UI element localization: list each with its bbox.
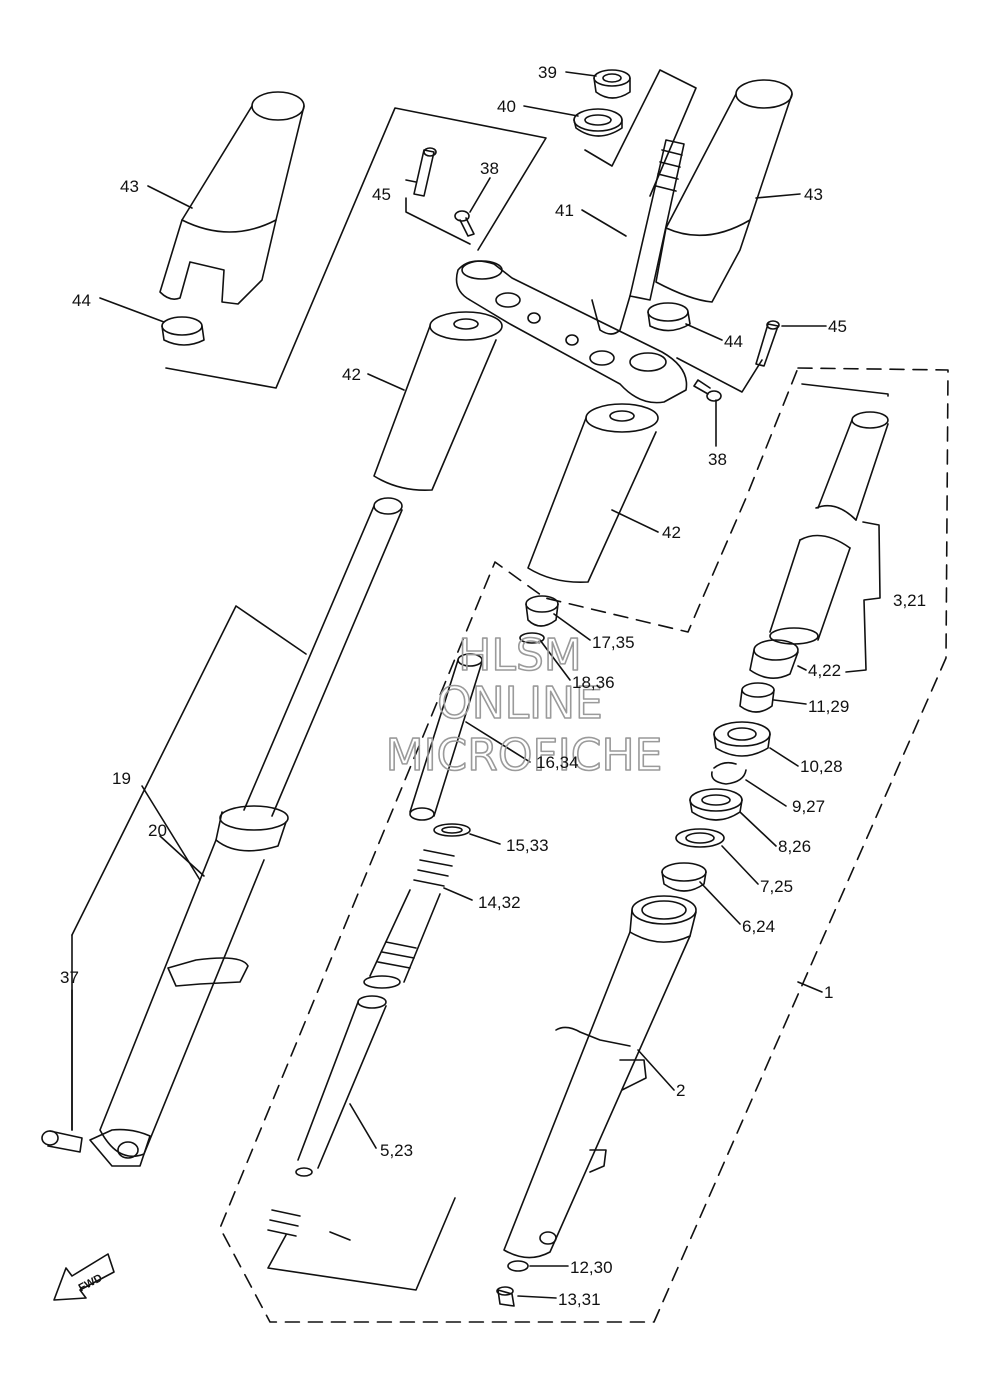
part-2-outer-tube <box>503 895 697 1259</box>
callout-39: 39 <box>538 63 557 82</box>
leader-lines <box>71 71 827 1299</box>
callout-15-33: 15,33 <box>506 836 549 855</box>
part-43-right-fork-cover <box>655 79 793 303</box>
callout-12-30: 12,30 <box>570 1258 613 1277</box>
callout-20: 20 <box>148 821 167 840</box>
callout-10-28: 10,28 <box>800 757 843 776</box>
callout-42-upper: 42 <box>342 365 361 384</box>
part-45-bolt-right <box>755 320 780 367</box>
callout-1: 1 <box>824 983 833 1002</box>
callout-43-right: 43 <box>804 185 823 204</box>
watermark: HLSM ONLINE MICROFICHE <box>385 629 663 782</box>
callout-11-29: 11,29 <box>808 697 849 716</box>
part-38-bolt-upper <box>454 210 475 237</box>
part-7-25-washer <box>675 828 725 848</box>
part-13-31-drain-bolt <box>496 1286 515 1307</box>
callout-14-32: 14,32 <box>478 893 521 912</box>
part-43-left-fork-cover <box>159 91 305 305</box>
part-4-22-slide-bushing <box>749 639 799 679</box>
callout-3-21: 3,21 <box>893 591 926 610</box>
callout-18-36: 18,36 <box>572 673 615 692</box>
callout-41: 41 <box>555 201 574 220</box>
bracket-tube <box>845 521 881 673</box>
bracket-damper-upper <box>329 1231 351 1241</box>
callout-16-34: 16,34 <box>536 753 579 772</box>
forward-direction-arrow: FWD <box>53 1253 115 1301</box>
callout-8-26: 8,26 <box>778 837 811 856</box>
part-41-steering-stem <box>591 139 685 335</box>
part-rebound-spring <box>267 1209 301 1237</box>
callout-42-lower: 42 <box>662 523 681 542</box>
part-3-21-inner-tube <box>769 411 889 645</box>
fwd-label: FWD <box>77 1272 105 1294</box>
part-9-27-circlip <box>710 761 747 785</box>
bracket-tube-top <box>801 383 889 397</box>
bracket-bearing <box>584 69 697 197</box>
callout-38-upper: 38 <box>480 159 499 178</box>
watermark-line-3: MICROFICHE <box>386 730 663 781</box>
callout-45-left: 45 <box>372 185 391 204</box>
part-37-axle-bolt <box>41 1130 83 1153</box>
part-17-35-cap-bolt <box>525 595 559 627</box>
callout-7-25: 7,25 <box>760 877 793 896</box>
callout-40: 40 <box>497 97 516 116</box>
callout-45-right: 45 <box>828 317 847 336</box>
callout-44-right: 44 <box>724 332 743 351</box>
part-19-20-outer-fork-tube <box>89 497 403 1167</box>
bracket-upper-right <box>676 357 763 393</box>
callout-9-27: 9,27 <box>792 797 825 816</box>
callout-13-31: 13,31 <box>558 1290 601 1309</box>
parts <box>41 69 889 1307</box>
callout-labels: 39 40 38 45 41 43 43 44 44 45 38 42 42 3… <box>60 63 926 1309</box>
callout-6-24: 6,24 <box>742 917 775 936</box>
part-10-28-washer <box>713 721 771 757</box>
part-40-bearing <box>573 108 623 137</box>
part-12-30-washer <box>507 1260 529 1272</box>
part-15-33-washer <box>433 823 471 837</box>
part-45-bolt-left <box>413 147 437 197</box>
watermark-line-1: HLSM <box>458 630 582 681</box>
fork-assembly-dashed-outline <box>219 367 949 1323</box>
part-44-left-ring <box>161 316 205 346</box>
part-11-29-guide-bushing <box>739 682 775 713</box>
part-6-24-dust-seal <box>661 862 707 892</box>
part-14-32-fork-spring <box>369 849 455 983</box>
callout-4-22: 4,22 <box>808 661 841 680</box>
part-39-ring-nut <box>593 69 631 99</box>
part-38-bolt-lower <box>693 379 722 402</box>
bracket-outer-tube <box>71 605 307 936</box>
part-44-right-ring <box>647 302 691 332</box>
callout-37: 37 <box>60 968 79 987</box>
callout-2: 2 <box>676 1081 685 1100</box>
part-5-23-damper-rod <box>295 995 387 1177</box>
part-16-34-spacer <box>409 653 483 821</box>
bracket-damper <box>267 1197 456 1291</box>
callout-17-35: 17,35 <box>592 633 635 652</box>
callout-44-left: 44 <box>72 291 91 310</box>
part-8-26-oil-seal <box>689 788 743 821</box>
callout-43-left: 43 <box>120 177 139 196</box>
watermark-line-2: ONLINE <box>437 678 603 729</box>
assembly-outlines <box>71 69 949 1323</box>
callout-38-lower: 38 <box>708 450 727 469</box>
callout-5-23: 5,23 <box>380 1141 413 1160</box>
callout-19: 19 <box>112 769 131 788</box>
part-18-36-o-ring <box>519 632 545 644</box>
part-piston-ring <box>363 975 401 989</box>
bracket-upper-left <box>165 107 547 389</box>
part-42-left-tube <box>373 311 503 492</box>
part-42-right-tube <box>527 403 659 584</box>
part-lower-bracket <box>455 260 688 404</box>
